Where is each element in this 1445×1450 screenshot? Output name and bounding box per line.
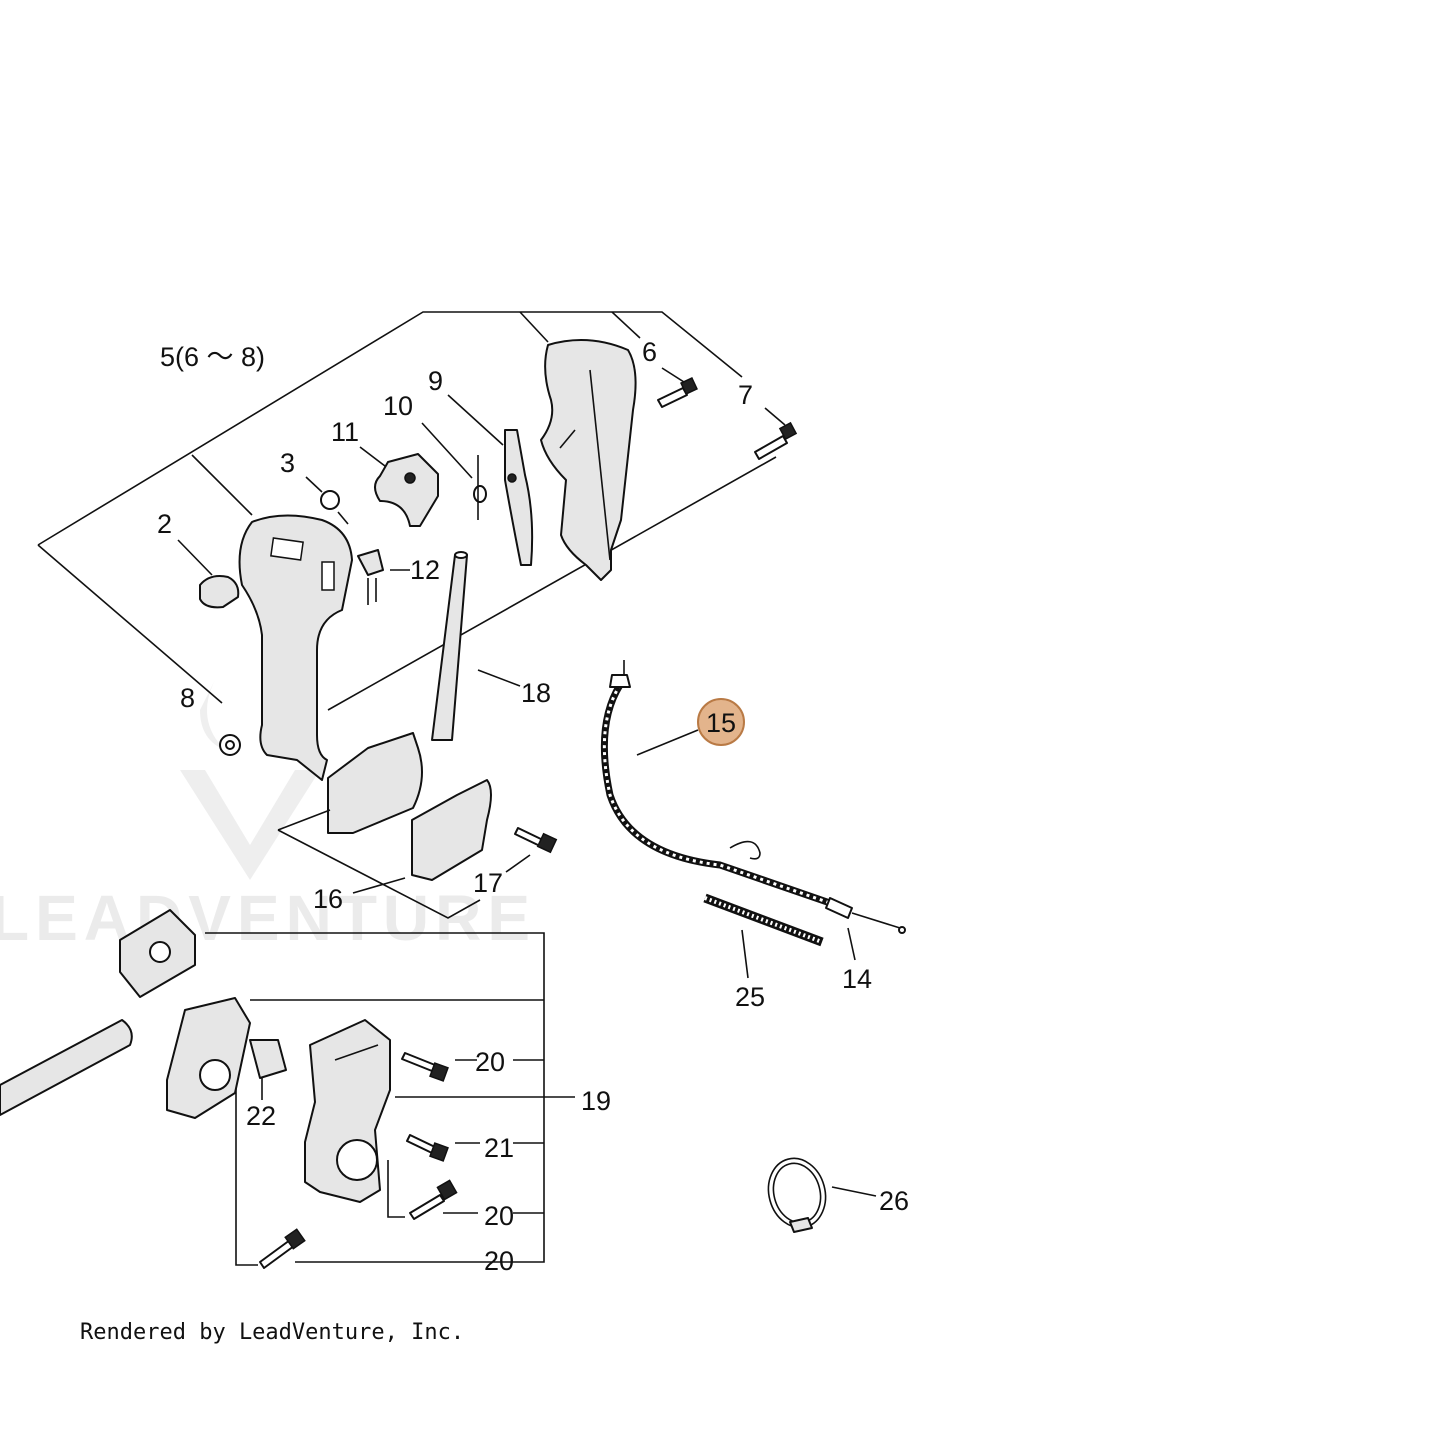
callout-3-label: 3 [280,448,295,478]
callout-16-label: 16 [313,884,343,914]
part-19-bracket [304,1019,391,1203]
bolt-20-upper [401,1052,449,1082]
callout-7-label: 7 [738,380,753,410]
part-25-spring [703,893,856,979]
bolt-20-middle [409,1179,458,1220]
part-10-spring [421,422,487,503]
part-18-tube [431,551,521,741]
callout-15-label: 15 [706,708,736,738]
callout-12-label: 12 [410,555,440,585]
callout-9-label: 9 [428,366,443,396]
part-26-hose-clamp [767,1157,877,1233]
callout-26-label: 26 [879,1186,909,1216]
callout-20b-label: 20 [484,1201,514,1231]
callout-15-highlight[interactable]: 15 [697,698,745,746]
part-6-screw [657,367,698,408]
callout-11-label: 11 [331,417,359,447]
part-22-collar [249,1039,287,1100]
watermark: LEADVENTURE [0,680,536,954]
callout-20c-label: 20 [484,1246,514,1276]
bolt-20-lower [259,1228,306,1269]
bolt-21 [406,1134,449,1162]
part-3-ring [305,476,349,525]
part-11-lever [359,446,439,527]
handle-grip-left [238,514,353,781]
callout-2-label: 2 [157,509,172,539]
part-17-bolt [505,827,558,873]
clamp-half-left [166,997,251,1119]
handle-half-right [540,339,637,581]
callout-20a-label: 20 [475,1047,505,1077]
render-credit: Rendered by LeadVenture, Inc. [80,1320,465,1345]
part-9-trigger [447,394,534,566]
callout-14-label: 14 [842,964,872,994]
part-2-button [177,539,240,609]
assembly-bracket-5 [37,311,777,711]
callout-5-label: 5(6 ～ 8) [160,342,265,372]
callout-18-label: 18 [521,678,551,708]
callout-19-label: 19 [581,1086,611,1116]
callout-17-label: 17 [473,868,503,898]
part-15-throttle-cable [600,660,906,934]
part-12-clip [357,549,410,605]
callout-6-label: 6 [642,337,657,367]
part-8-nut [219,734,241,756]
svg-text:LEADVENTURE: LEADVENTURE [0,882,536,954]
callout-8-label: 8 [180,683,195,713]
callout-22-label: 22 [246,1101,276,1131]
shaft-tube [0,1019,133,1116]
part-16-covers [277,732,492,919]
callout-25-label: 25 [735,982,765,1012]
callout-21-label: 21 [484,1133,514,1163]
part-7-screw [754,407,798,460]
callout-10-label: 10 [383,391,413,421]
assembly-bracket-19 [205,932,575,1266]
clamp-block-top [119,909,196,998]
